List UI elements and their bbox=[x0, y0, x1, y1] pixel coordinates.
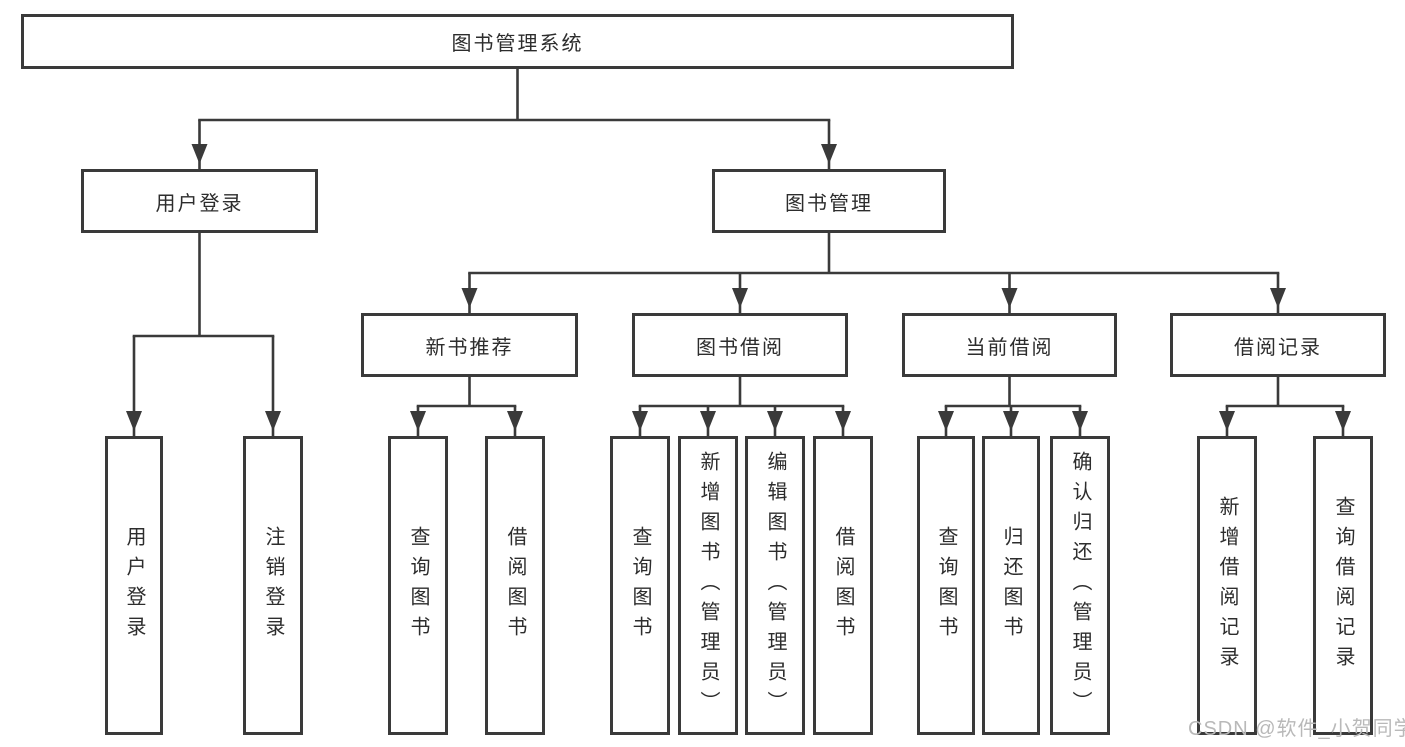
node-new-book-recommend: 新书推荐 bbox=[361, 313, 578, 377]
node-leaf-query-borrow-record: 查询借阅记录 bbox=[1313, 436, 1373, 735]
node-leaf-edit-books-admin: 编辑图书（管理员） bbox=[745, 436, 805, 735]
node-leaf-confirm-return: 确认归还（管理员） bbox=[1050, 436, 1110, 735]
node-current-borrow: 当前借阅 bbox=[902, 313, 1117, 377]
node-book-management: 图书管理 bbox=[712, 169, 946, 233]
watermark: CSDN @软件_小贺同学 bbox=[1188, 718, 1405, 740]
node-borrow-records: 借阅记录 bbox=[1170, 313, 1386, 377]
node-leaf-query-books-bor: 查询图书 bbox=[610, 436, 670, 735]
node-leaf-borrow-books-bor: 借阅图书 bbox=[813, 436, 873, 735]
node-leaf-query-books-cur: 查询图书 bbox=[917, 436, 975, 735]
node-leaf-user-login: 用户登录 bbox=[105, 436, 163, 735]
node-user-login: 用户登录 bbox=[81, 169, 318, 233]
node-leaf-return-books: 归还图书 bbox=[982, 436, 1040, 735]
node-leaf-borrow-books-rec: 借阅图书 bbox=[485, 436, 545, 735]
node-leaf-query-books-rec: 查询图书 bbox=[388, 436, 448, 735]
node-leaf-add-books-admin: 新增图书（管理员） bbox=[678, 436, 738, 735]
node-leaf-logout: 注销登录 bbox=[243, 436, 303, 735]
node-root: 图书管理系统 bbox=[21, 14, 1014, 69]
node-leaf-add-borrow-record: 新增借阅记录 bbox=[1197, 436, 1257, 735]
node-book-borrow: 图书借阅 bbox=[632, 313, 848, 377]
